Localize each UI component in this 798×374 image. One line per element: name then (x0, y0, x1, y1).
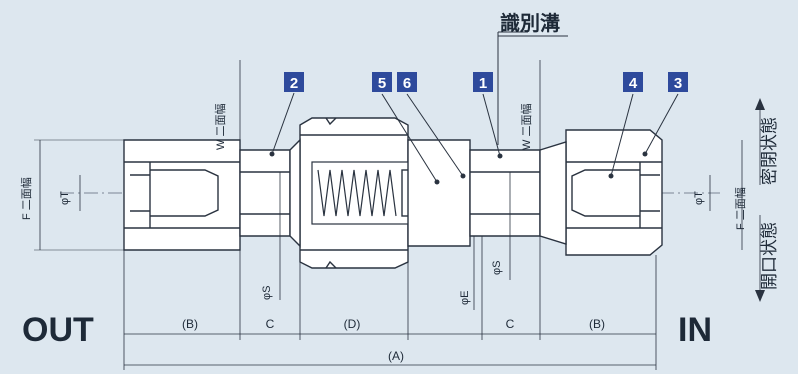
closed-state-label: 密閉状態 (760, 117, 779, 185)
svg-text:6: 6 (403, 75, 411, 92)
in-label: IN (678, 311, 712, 349)
open-state-label: 開口状態 (760, 222, 779, 290)
f-two-face-left: F 二面幅 (20, 177, 33, 220)
dim-c-right: C (506, 317, 515, 331)
badge-5: 5 (372, 72, 392, 92)
left-body (239, 149, 291, 237)
dim-d: (D) (344, 317, 361, 331)
dim-b-right: (B) (589, 317, 605, 331)
phi-s-left: φS (261, 286, 273, 300)
badge-6: 6 (397, 72, 417, 92)
badge-1: 1 (473, 72, 493, 92)
dim-c-left: C (266, 317, 275, 331)
svg-text:1: 1 (479, 75, 487, 92)
svg-text:2: 2 (290, 75, 298, 92)
badge-4: 4 (623, 72, 643, 92)
phi-t-left: φT (59, 191, 71, 205)
phi-s-right: φS (491, 261, 503, 275)
closed-arrow-head (755, 98, 765, 110)
groove-label: 識別溝 (500, 11, 560, 35)
svg-text:5: 5 (378, 75, 386, 92)
dim-a: (A) (388, 349, 404, 363)
svg-text:3: 3 (674, 75, 682, 92)
svg-text:4: 4 (629, 75, 638, 92)
dim-b-left: (B) (182, 317, 198, 331)
leader-lines (271, 31, 679, 183)
out-label: OUT (22, 311, 94, 349)
right-body (407, 139, 541, 247)
badge-3: 3 (668, 72, 688, 92)
phi-t-right: φT (693, 191, 705, 205)
w-two-face-left: W 二面幅 (214, 104, 227, 150)
dimension-lines (123, 236, 657, 370)
left-nut (123, 139, 241, 251)
phi-e: φE (459, 291, 471, 305)
f-two-face-right: F 二面幅 (734, 187, 747, 230)
w-two-face-right: W 二面幅 (520, 104, 533, 150)
open-arrow-head (755, 290, 765, 302)
right-nut (539, 129, 663, 256)
badge-2: 2 (284, 72, 304, 92)
